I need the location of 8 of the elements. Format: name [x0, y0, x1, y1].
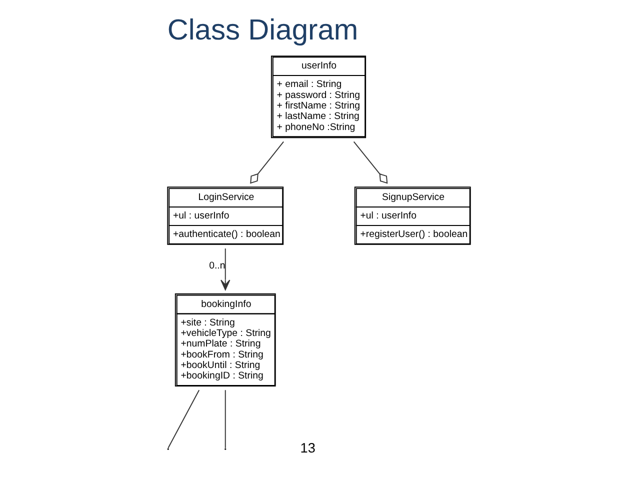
arrow: [220, 248, 230, 290]
connector: [353, 141, 388, 184]
connector: [224, 390, 226, 448]
diagram-title: Class Diagram: [167, 14, 358, 47]
connector: [168, 390, 200, 448]
connector: [250, 141, 284, 184]
edge-label: 0..n: [209, 260, 226, 272]
label: 13: [300, 440, 316, 456]
